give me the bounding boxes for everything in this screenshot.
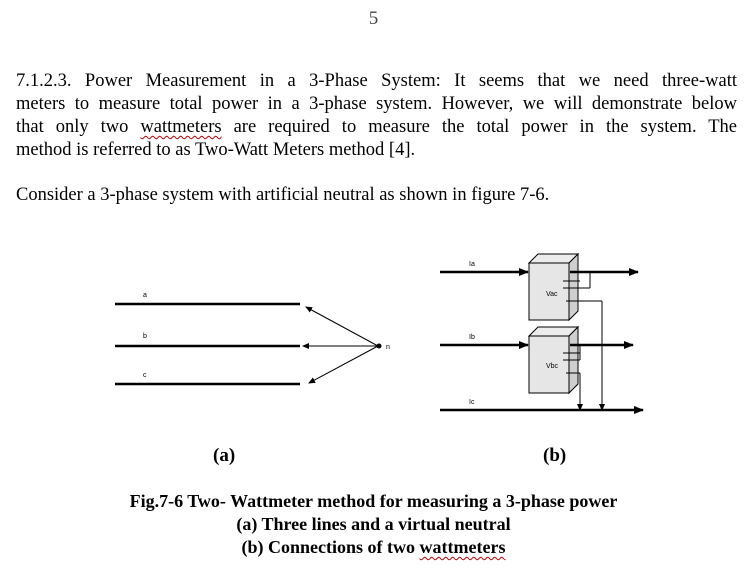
label-b: b bbox=[143, 333, 147, 340]
figure-caption-b: (b) Connections of two wattmeters bbox=[0, 536, 747, 559]
wattmeter-2: Vbc bbox=[527, 325, 580, 395]
label-ib: Ib bbox=[469, 334, 475, 341]
caption-text: (b) Connections of two bbox=[241, 537, 420, 557]
neutral-node bbox=[376, 343, 382, 349]
spellcheck-word: wattmeters bbox=[140, 117, 222, 137]
paragraph-line: meters to measure total power in a 3-pha… bbox=[16, 94, 737, 114]
paragraph-line: that only two wattmeters are required to… bbox=[16, 116, 737, 139]
figure-caption-title: Fig.7-6 Two- Wattmeter method for measur… bbox=[129, 491, 618, 511]
label-a: a bbox=[143, 292, 147, 299]
paragraph-text: are required to measure the total power … bbox=[221, 117, 738, 137]
paragraph-line: 7.1.2.3. Power Measurement in a 3-Phase … bbox=[16, 71, 737, 91]
sublabel-a: (a) bbox=[213, 445, 236, 466]
label-n: n bbox=[386, 344, 390, 351]
diagram-a: a b c n bbox=[115, 292, 390, 386]
diagram-b: Vac Vbc Ia Ib Ic bbox=[440, 252, 644, 414]
label-c: c bbox=[143, 372, 147, 379]
label-ia: Ia bbox=[469, 261, 475, 268]
figure-caption-a: (a) Three lines and a virtual neutral bbox=[236, 514, 511, 534]
label-ic: Ic bbox=[469, 399, 475, 406]
neutral-to-a bbox=[305, 306, 379, 347]
neutral-to-c bbox=[308, 345, 379, 384]
spellcheck-word: wattmeters bbox=[419, 537, 506, 557]
label-vbc: Vbc bbox=[546, 363, 559, 370]
paragraph-text: that only two bbox=[16, 117, 141, 137]
sublabel-b: (b) bbox=[543, 445, 567, 466]
wattmeter-1: Vac bbox=[527, 252, 580, 322]
label-vac: Vac bbox=[546, 291, 558, 298]
paragraph-power-measurement: 7.1.2.3. Power Measurement in a 3-Phase … bbox=[16, 70, 737, 162]
page-number: 5 bbox=[368, 8, 379, 29]
paragraph-consider: Consider a 3-phase system with artificia… bbox=[16, 185, 550, 205]
paragraph-line: method is referred to as Two-Watt Meters… bbox=[16, 140, 416, 160]
